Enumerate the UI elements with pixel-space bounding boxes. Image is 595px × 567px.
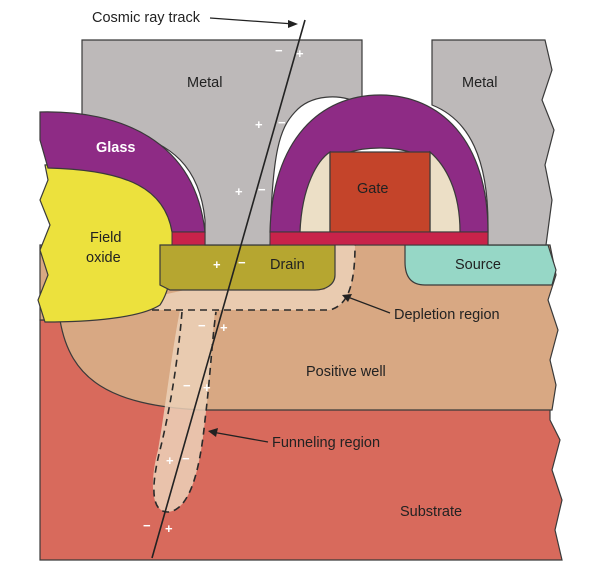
drain-region xyxy=(159,244,336,291)
funneling-label: Funneling region xyxy=(272,435,380,451)
charge-minus: − xyxy=(258,182,266,197)
depletion-leader xyxy=(344,295,391,314)
depletion-funnel-region xyxy=(140,245,355,512)
charge-minus: − xyxy=(198,318,206,333)
drain-contact-strip xyxy=(171,231,206,246)
field-oxide-label-1: Field xyxy=(90,230,121,246)
charge-plus: + xyxy=(213,257,221,272)
cosmic-ray-label: Cosmic ray track xyxy=(92,10,201,26)
charge-plus: + xyxy=(203,380,211,395)
substrate-label: Substrate xyxy=(400,504,462,520)
depletion-dashed-outline xyxy=(140,244,356,311)
charge-minus: − xyxy=(183,378,191,393)
drain-label: Drain xyxy=(270,257,305,273)
funneling-leader xyxy=(211,431,269,443)
metal-left-label: Metal xyxy=(187,75,222,91)
charge-minus: − xyxy=(238,255,246,270)
charge-minus: − xyxy=(182,451,190,466)
funnel-dashed-outline xyxy=(153,311,217,513)
depletion-arrowhead xyxy=(342,294,352,302)
metal-right-block xyxy=(431,39,555,246)
source-region xyxy=(404,244,557,286)
metal-right-label: Metal xyxy=(462,75,497,91)
positive-well-label: Positive well xyxy=(306,364,386,380)
gate-oxide-strip xyxy=(269,231,489,246)
charge-minus: − xyxy=(143,518,151,533)
cosmic-ray-arrowhead xyxy=(288,20,298,28)
depletion-label: Depletion region xyxy=(394,307,500,323)
charge-plus: + xyxy=(296,46,304,61)
charge-plus: + xyxy=(165,521,173,536)
metal-left-block xyxy=(81,39,363,246)
gate-electrode xyxy=(329,151,431,233)
cosmic-ray-track-line xyxy=(151,19,306,559)
glass-label: Glass xyxy=(96,140,136,156)
funneling-arrowhead xyxy=(208,428,218,437)
gate-label: Gate xyxy=(357,181,388,197)
charge-plus: + xyxy=(255,117,263,132)
field-oxide-label-2: oxide xyxy=(86,250,121,266)
charge-minus: − xyxy=(278,115,286,130)
charge-plus: + xyxy=(220,320,228,335)
cosmic-ray-leader xyxy=(209,17,295,25)
charge-plus: + xyxy=(166,453,174,468)
charge-minus: − xyxy=(275,43,283,58)
source-label: Source xyxy=(455,257,501,273)
charge-plus: + xyxy=(235,184,243,199)
